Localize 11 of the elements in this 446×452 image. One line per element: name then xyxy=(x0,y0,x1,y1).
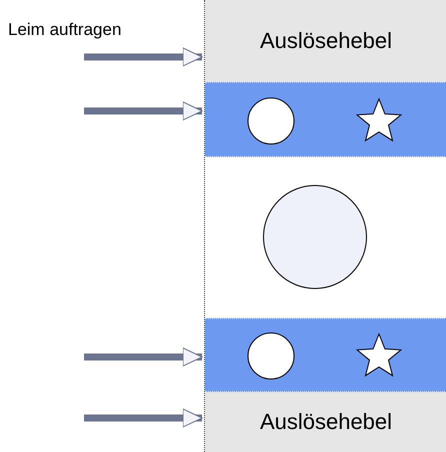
arrow xyxy=(84,348,202,366)
step-label: Leim auftragen xyxy=(8,20,122,40)
plate-label: Auslösehebel xyxy=(260,28,392,54)
arrow xyxy=(84,408,202,428)
lever-plate xyxy=(205,392,446,452)
lever-plate xyxy=(205,0,446,82)
adhesive-strip xyxy=(205,82,446,157)
adhesive-strip xyxy=(205,318,446,392)
arrow xyxy=(84,102,202,120)
plate-label: Auslösehebel xyxy=(260,409,392,435)
arrow xyxy=(84,48,202,66)
